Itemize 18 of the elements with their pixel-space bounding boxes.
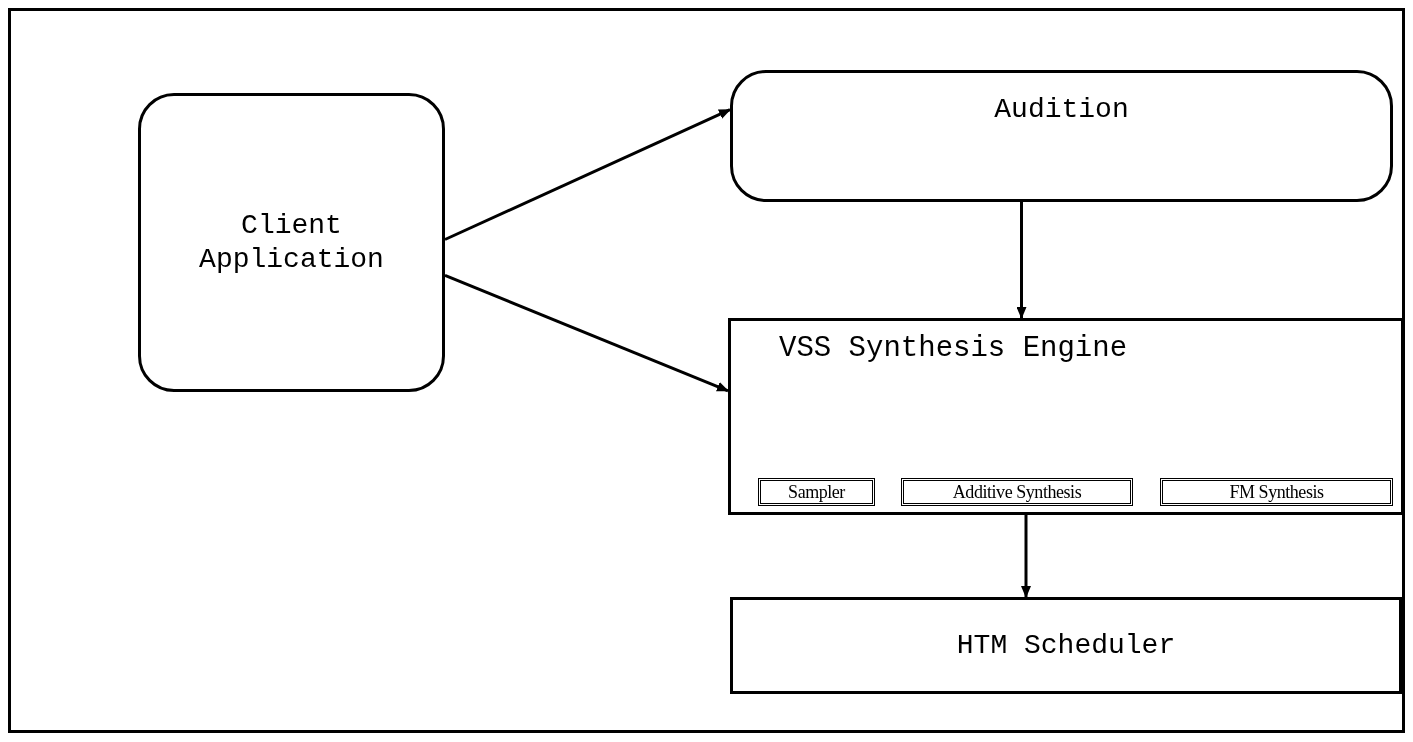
rounded-box xyxy=(730,70,1393,202)
module-label: FM Synthesis xyxy=(1229,483,1324,501)
arrow xyxy=(1016,202,1027,319)
node-label: HTM Scheduler xyxy=(956,628,1176,663)
node-label: Audition xyxy=(994,93,1129,127)
module-box xyxy=(758,478,875,506)
engine-box xyxy=(728,318,1404,515)
module-label: Sampler xyxy=(788,483,845,501)
node-label: Client Application xyxy=(198,208,385,277)
module-box xyxy=(1160,478,1393,506)
engine-label: VSS Synthesis Engine xyxy=(779,331,1128,367)
module-label: Additive Synthesis xyxy=(952,483,1082,501)
arrow xyxy=(444,274,729,393)
module-box xyxy=(901,478,1133,506)
arrow xyxy=(1021,515,1031,598)
process-box xyxy=(730,597,1402,694)
arrow xyxy=(444,108,731,241)
rounded-box xyxy=(138,93,445,392)
